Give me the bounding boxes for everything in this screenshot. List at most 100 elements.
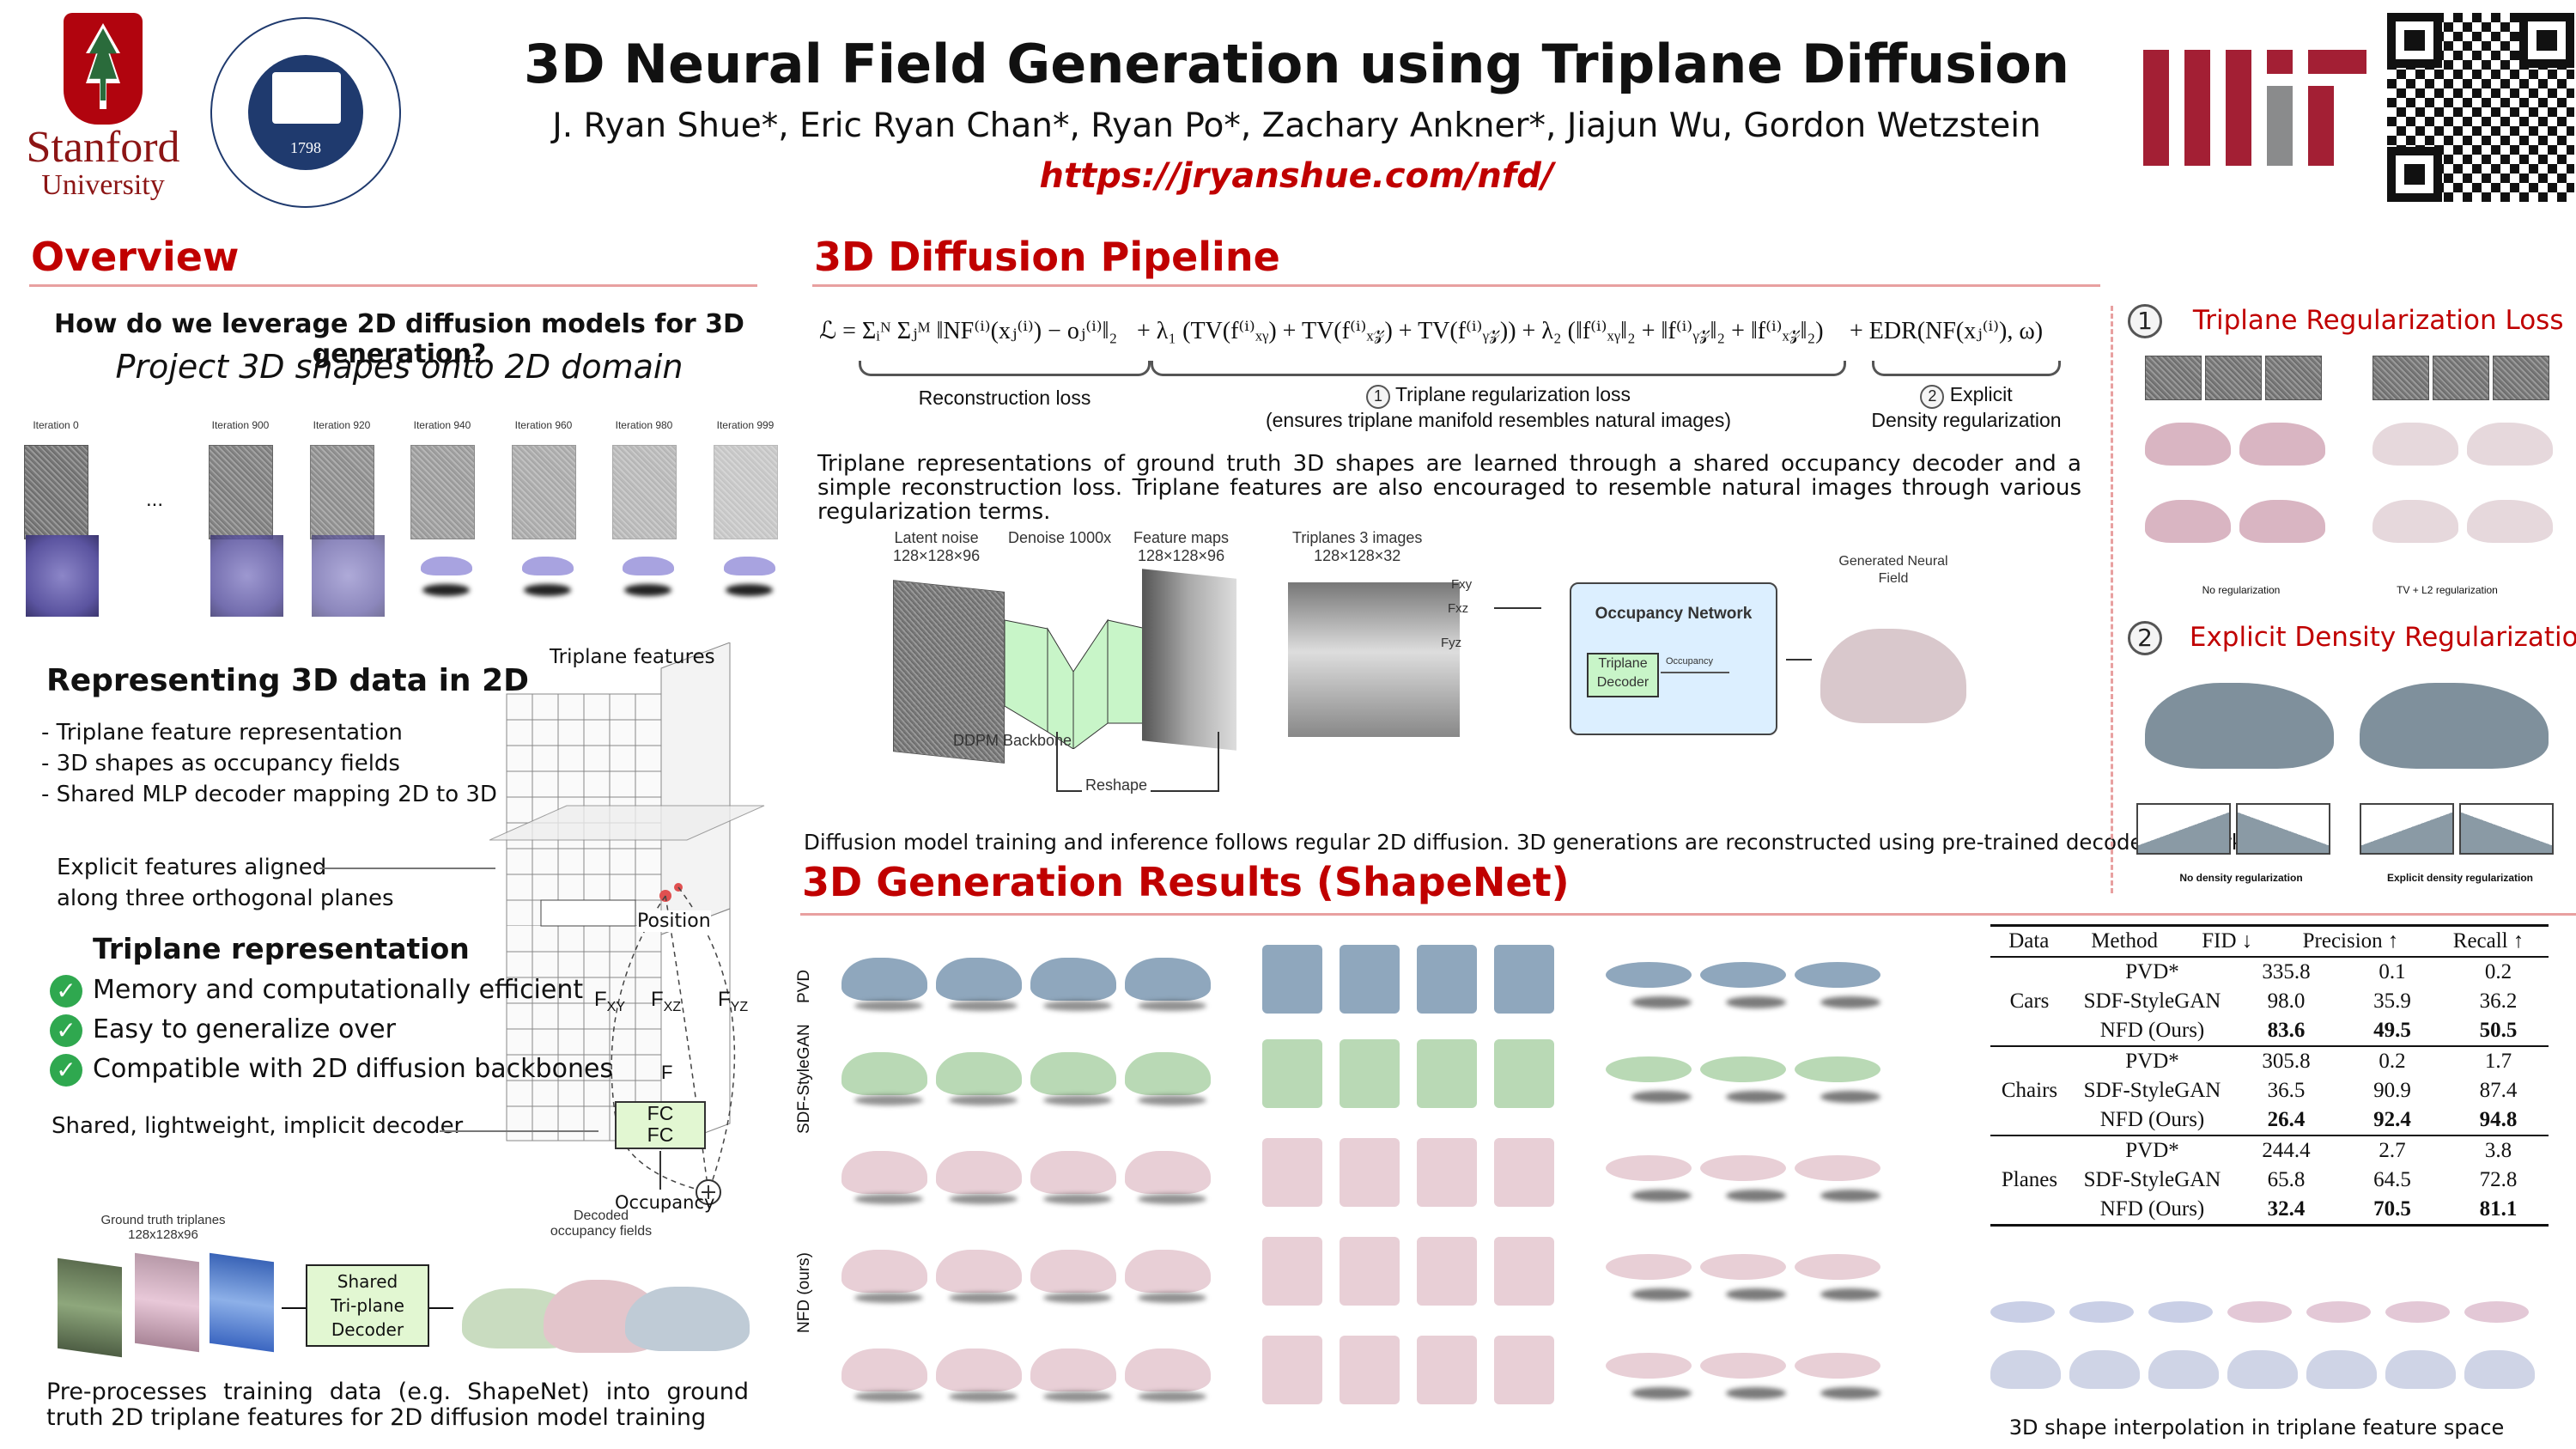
decoded-cars-image <box>462 1263 754 1357</box>
leader-line <box>440 1130 598 1132</box>
representing-heading: Representing 3D data in 2D <box>46 663 530 698</box>
benefit-text: Compatible with 2D diffusion backbones <box>93 1054 614 1084</box>
triplane-feature-image <box>2205 356 2262 400</box>
shadow <box>1138 1194 1206 1204</box>
list-item: - Triplane feature representation <box>41 720 403 746</box>
shadow <box>854 1293 923 1303</box>
triplane-benefits-list: ✓Memory and computationally efficient ✓E… <box>50 971 613 1089</box>
pipeline-heading: 3D Diffusion Pipeline <box>814 234 1280 280</box>
shadow <box>949 1293 1018 1303</box>
chair-sample <box>1340 1336 1400 1404</box>
triplane-feature-image <box>2433 356 2489 400</box>
chair-sample <box>1494 1138 1554 1207</box>
edr-label-line-1: Explicit <box>1949 383 2013 405</box>
leader-line <box>319 868 495 869</box>
shadow <box>1138 1293 1206 1303</box>
fyz-label: FYZ <box>718 988 748 1015</box>
overview-divider <box>29 284 757 287</box>
triplane-image <box>714 445 778 539</box>
smooth-car-image <box>2467 500 2553 543</box>
shared-triplane-decoder-box: Shared Tri-plane Decoder <box>306 1264 429 1347</box>
car-sample <box>1030 1250 1116 1293</box>
shadow <box>1043 1001 1112 1011</box>
gen-line-2: Field <box>1878 571 1909 586</box>
project-url-link[interactable]: https://jryanshue.com/nfd/ <box>1039 156 1554 196</box>
shadow <box>1820 996 1880 1008</box>
qr-code[interactable] <box>2387 13 2574 202</box>
point-cloud-image <box>210 535 283 617</box>
triplane-feature-image <box>2372 356 2429 400</box>
shadow <box>949 1095 1018 1105</box>
data-cell: Planes <box>2001 1168 2058 1191</box>
triplane-representation-heading: Triplane representation <box>93 932 470 965</box>
reshape-label: Reshape <box>1082 776 1151 795</box>
point-cloud-image <box>26 535 99 617</box>
shadow <box>1820 1387 1880 1399</box>
feat-line-2: 128×128×96 <box>1137 547 1225 564</box>
chair-sample <box>1417 1039 1477 1108</box>
explicit-line-1: Explicit features aligned <box>57 855 327 880</box>
metric-cell: 49.5 <box>2373 1019 2411 1042</box>
iteration-label: Iteration 960 <box>514 419 573 431</box>
shadow <box>1631 996 1692 1008</box>
number-badge-2: 2 <box>1920 385 1945 409</box>
interp-car <box>2464 1350 2535 1389</box>
airplane-image <box>724 557 775 575</box>
metric-cell: 70.5 <box>2373 1197 2411 1221</box>
triplane-regularization-term: + λ₁ (TV(f⁽ⁱ⁾ₓᵧ) + TV(f⁽ⁱ⁾ₓ𝓏) + TV(f⁽ⁱ⁾ᵧ… <box>1137 318 1824 344</box>
chair-sample <box>1262 1336 1322 1404</box>
metric-cell: 50.5 <box>2479 1019 2518 1042</box>
edr-label-line-2: Density regularization <box>1871 409 2062 431</box>
connector-line <box>282 1307 306 1309</box>
car-sample <box>936 1250 1022 1293</box>
car-sample <box>1125 958 1211 1001</box>
feature-maps-image <box>1142 569 1236 751</box>
ellipsis: ... <box>146 488 164 511</box>
shadow <box>854 1194 923 1204</box>
gt-label-line-1: Ground truth triplanes <box>100 1213 226 1227</box>
iteration-label: Iteration 920 <box>313 419 371 431</box>
row-label-sdf-stylegan: SDF-StyleGAN <box>795 1024 813 1134</box>
metric-cell: 3.8 <box>2484 1139 2512 1162</box>
triplane-image <box>512 445 576 539</box>
method-cell: PVD* <box>2125 960 2179 983</box>
shadow <box>1726 1190 1786 1202</box>
decoded-line-1: Decoded <box>573 1209 629 1223</box>
metric-cell: 83.6 <box>2267 1019 2306 1042</box>
generated-truck-image <box>1820 629 1966 723</box>
xy-subscript: XY <box>606 999 626 1014</box>
results-heading: 3D Generation Results (ShapeNet) <box>802 859 1570 905</box>
shadow <box>1631 1288 1692 1300</box>
shadow <box>949 1001 1018 1011</box>
chair-sample <box>1417 1237 1477 1306</box>
shadow <box>1820 1091 1880 1103</box>
smooth-car-image <box>2372 500 2458 543</box>
metric-cell: 72.8 <box>2479 1168 2518 1191</box>
shadow <box>1726 996 1786 1008</box>
metric-cell: 0.2 <box>2484 960 2512 983</box>
arrow-to-occupancy <box>1494 607 1541 609</box>
airplane-image <box>623 557 674 575</box>
f-output-label: F <box>661 1062 673 1083</box>
metric-cell: 335.8 <box>2262 960 2311 983</box>
shadow <box>1726 1288 1786 1300</box>
plane-sample <box>1606 1254 1692 1280</box>
data-cell <box>1990 958 2069 987</box>
data-cell <box>1990 1016 2069 1045</box>
density-reg-figure <box>2128 666 2566 872</box>
triplane-features-diagram <box>489 642 765 1205</box>
data-cell <box>1990 1136 2069 1166</box>
metric-cell: 92.4 <box>2373 1108 2411 1131</box>
decoded-occupancy-label: Decoded occupancy fields <box>515 1209 687 1239</box>
yz-subscript: YZ <box>730 999 749 1014</box>
interp-plane <box>2227 1301 2292 1323</box>
tri-line-1: Triplanes 3 images <box>1292 529 1423 546</box>
tri-dec-line-1: Triplane <box>1598 656 1648 671</box>
data-cell <box>1990 1105 2069 1135</box>
shadow <box>1138 1001 1206 1011</box>
no-regularization-label: No regularization <box>2202 584 2281 596</box>
